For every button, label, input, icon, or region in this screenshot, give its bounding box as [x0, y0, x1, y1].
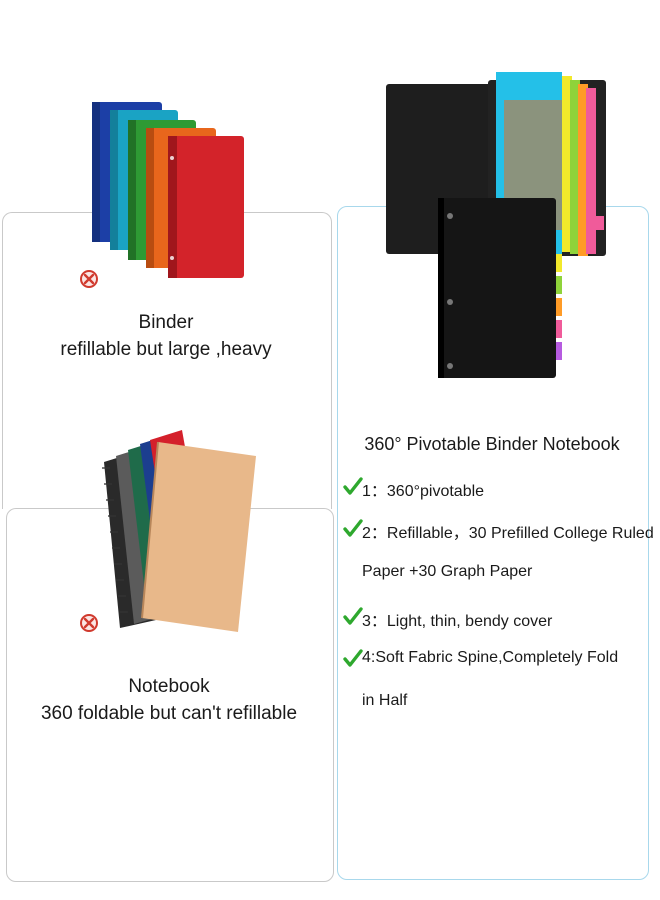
x-mark-icon [80, 270, 98, 288]
spiral-notebook-stack-image [102, 430, 256, 632]
x-mark-icon [80, 614, 98, 632]
feature-2-line-2: Paper +30 Graph Paper [362, 563, 533, 580]
notebook-subtitle: 360 foldable but can't refillable [40, 703, 298, 724]
feature-2-line-1: 2：Refillable，30 Prefilled College Ruled [362, 525, 654, 542]
feature-4-line-2: in Half [362, 692, 408, 709]
notebook-title: Notebook [128, 676, 210, 697]
feature-1-line-1: 1：360°pivotable [362, 483, 485, 500]
pivot-title: 360° Pivotable Binder Notebook [364, 434, 620, 454]
feature-4-line-1: 4:Soft Fabric Spine,Completely Fold [362, 649, 619, 666]
check-icon [343, 519, 363, 537]
feature-3-line-1: 3：Light, thin, bendy cover [362, 613, 553, 630]
check-icon [343, 477, 363, 495]
check-icon [343, 607, 363, 625]
check-icon [343, 649, 363, 667]
binder-stack-image [92, 102, 244, 278]
pivotable-binder-image [386, 72, 606, 378]
binder-subtitle: refillable but large ,heavy [60, 339, 272, 360]
binder-title: Binder [138, 312, 194, 333]
